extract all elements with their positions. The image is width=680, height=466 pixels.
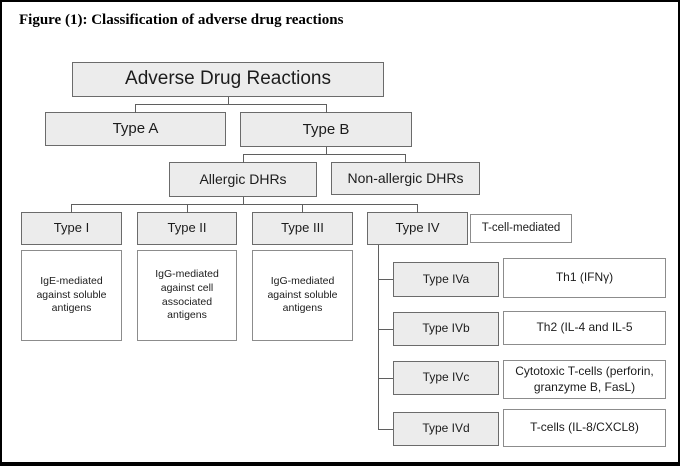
desc-type-ivb: Th2 (IL-4 and IL-5: [503, 311, 666, 345]
connector-line: [243, 154, 406, 155]
connector-line: [405, 154, 406, 163]
node-type-iva: Type IVa: [393, 262, 499, 297]
node-type-i: Type I: [21, 212, 122, 245]
node-type-a: Type A: [45, 112, 226, 146]
connector-line: [243, 154, 244, 163]
connector-line: [378, 378, 393, 379]
desc-type-iva: Th1 (IFNγ): [503, 258, 666, 298]
desc-type-i: IgE-mediated against soluble antigens: [21, 250, 122, 341]
connector-line: [228, 97, 229, 105]
connector-line: [135, 104, 327, 105]
node-type-iii: Type III: [252, 212, 353, 245]
node-type-ivd: Type IVd: [393, 412, 499, 446]
connector-line: [326, 104, 327, 113]
node-type-ivc: Type IVc: [393, 361, 499, 395]
connector-line: [243, 197, 244, 205]
connector-line: [326, 147, 327, 155]
connector-line: [187, 204, 188, 213]
connector-line: [378, 279, 393, 280]
connector-line: [135, 104, 136, 113]
node-type-b: Type B: [240, 112, 412, 147]
connector-line: [71, 204, 418, 205]
node-type-iv-note: T-cell-mediated: [470, 214, 572, 243]
connector-line: [71, 204, 72, 213]
node-type-iv: Type IV: [367, 212, 468, 245]
connector-line: [378, 429, 393, 430]
node-non-allergic-dhrs: Non-allergic DHRs: [331, 162, 480, 195]
connector-line: [378, 245, 379, 430]
desc-type-iii: IgG-mediated against soluble antigens: [252, 250, 353, 341]
node-type-ii: Type II: [137, 212, 237, 245]
desc-type-ivc: Cytotoxic T-cells (perforin, granzyme B,…: [503, 360, 666, 399]
connector-line: [378, 329, 393, 330]
desc-type-ii: IgG-mediated against cell associated ant…: [137, 250, 237, 341]
node-allergic-dhrs: Allergic DHRs: [169, 162, 317, 197]
node-adverse-drug-reactions: Adverse Drug Reactions: [72, 62, 384, 97]
connector-line: [417, 204, 418, 213]
connector-line: [302, 204, 303, 213]
node-type-ivb: Type IVb: [393, 312, 499, 346]
desc-type-ivd: T-cells (IL-8/CXCL8): [503, 409, 666, 447]
figure-title: Figure (1): Classification of adverse dr…: [19, 12, 344, 28]
